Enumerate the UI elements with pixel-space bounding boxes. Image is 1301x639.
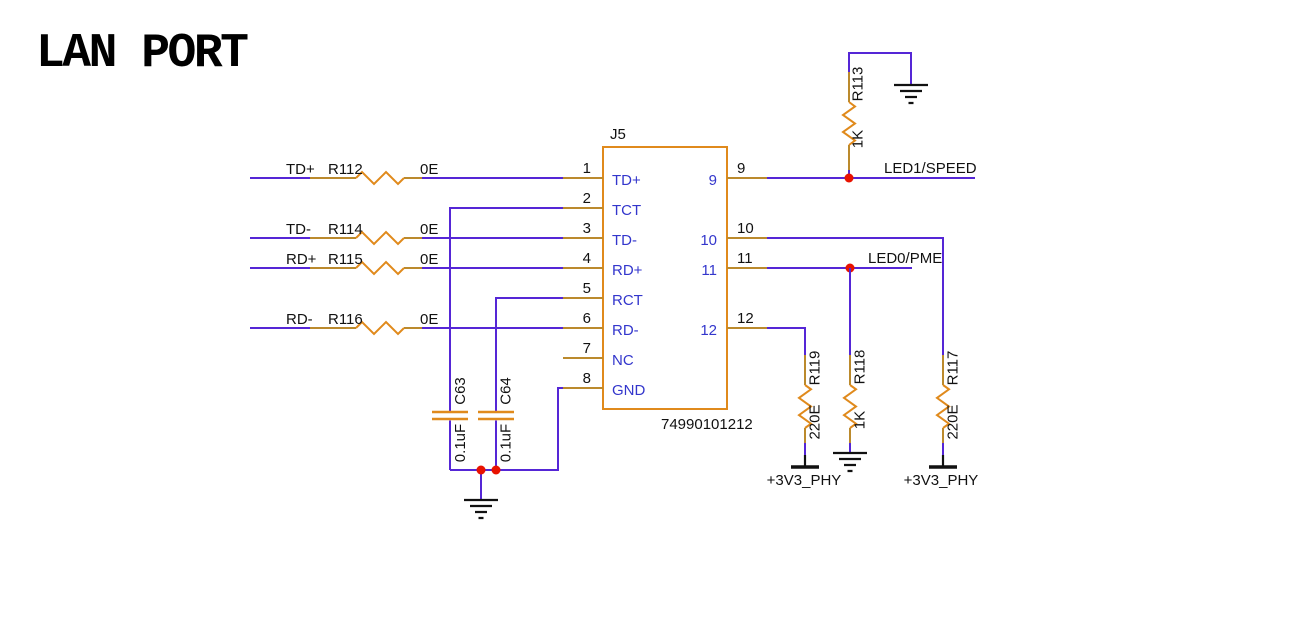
- resistor-value-r113: 1K: [849, 130, 866, 148]
- resistor-ref-r115: R115: [328, 251, 363, 268]
- resistor-ref-r113: R113: [849, 67, 866, 102]
- pin-name-rd-plus: RD+: [612, 262, 643, 279]
- pin-name-nc: NC: [612, 352, 634, 369]
- capacitor-value-c63: 0.1uF: [452, 424, 469, 462]
- resistor-zigzag: [797, 384, 813, 429]
- net-label-led1-speed: LED1/SPEED: [884, 160, 977, 177]
- resistor-zigzag: [355, 320, 405, 336]
- pin-name-tct: TCT: [612, 202, 641, 219]
- wire-r113-top: [848, 52, 912, 85]
- resistor-zigzag: [355, 170, 405, 186]
- resistor-value-r114: 0E: [420, 221, 438, 238]
- ground-symbol: [894, 83, 928, 105]
- net-label-td-minus: TD-: [286, 221, 311, 238]
- pin-number-5: 5: [583, 280, 591, 297]
- pin-name-gnd: GND: [612, 382, 646, 399]
- resistor-value-r119: 220E: [806, 404, 823, 439]
- resistor-ref-r112: R112: [328, 161, 363, 178]
- resistor-value-r118: 1K: [851, 411, 868, 429]
- resistor-ref-r114: R114: [328, 221, 363, 238]
- resistor-value-r117: 220E: [944, 404, 961, 439]
- pin-number-10: 10: [737, 220, 754, 237]
- pin-number-2: 2: [583, 190, 591, 207]
- series-resistor-r115: RD+ R115 0E: [250, 251, 563, 276]
- resistor-r117: +3V3_PHY R117 220E: [767, 237, 979, 489]
- capacitor-c63: C63 0.1uF: [432, 377, 469, 470]
- junction-dot: [844, 173, 854, 183]
- resistor-value-r115: 0E: [420, 251, 438, 268]
- resistor-zigzag: [841, 101, 857, 146]
- wire-tct: [449, 207, 563, 411]
- junction-dot: [476, 465, 486, 475]
- page-title: LAN PORT: [36, 27, 248, 81]
- ground-symbol: [464, 498, 498, 520]
- wire-pin12: [767, 327, 806, 355]
- pin-name-10: 10: [700, 232, 717, 249]
- wire-ground-bus: [450, 387, 563, 471]
- resistor-ref-r119: R119: [806, 351, 823, 386]
- resistor-ref-r118: R118: [851, 350, 868, 385]
- resistor-zigzag: [842, 384, 858, 429]
- capacitor-plates: [478, 410, 514, 421]
- pin-number-9: 9: [737, 160, 745, 177]
- series-resistor-r112: TD+ R112 0E: [250, 161, 563, 186]
- pin-number-11: 11: [737, 250, 753, 267]
- capacitor-value-c64: 0.1uF: [497, 424, 514, 462]
- capacitor-plates: [432, 410, 468, 421]
- resistor-r118: R118 1K: [833, 268, 868, 473]
- junction-dot: [491, 465, 501, 475]
- capacitor-ref-c64: C64: [497, 377, 514, 405]
- resistor-value-r116: 0E: [420, 311, 438, 328]
- connector-part-number: 74990101212: [661, 416, 753, 433]
- connector-j5: J5 74990101212 1 2 3 4 5 6 7 8 TD+ TCT T…: [563, 126, 767, 433]
- pin-number-12: 12: [737, 310, 754, 327]
- resistor-ref-r117: R117: [944, 351, 961, 386]
- net-label-rd-minus: RD-: [286, 311, 313, 328]
- resistor-ref-r116: R116: [328, 311, 363, 328]
- pin-name-td-plus: TD+: [612, 172, 641, 189]
- connector-ref: J5: [610, 126, 626, 143]
- ground-symbol: [833, 451, 867, 473]
- net-label-rd-plus: RD+: [286, 251, 317, 268]
- net-label-td-plus: TD+: [286, 161, 315, 178]
- power-label-3v3-phy: +3V3_PHY: [904, 472, 979, 489]
- capacitor-c64: C64 0.1uF: [478, 377, 514, 470]
- right-pin-stubs: [727, 177, 767, 329]
- resistor-r113: R113 1K: [841, 52, 928, 178]
- connector-body: [602, 146, 728, 410]
- wire-rct: [495, 297, 563, 411]
- net-label-led0-pme: LED0/PME: [868, 250, 942, 267]
- pin-name-rct: RCT: [612, 292, 643, 309]
- series-resistor-r114: TD- R114 0E: [250, 221, 563, 246]
- pin-name-td-minus: TD-: [612, 232, 637, 249]
- resistor-zigzag: [355, 260, 405, 276]
- pin-name-12: 12: [700, 322, 717, 339]
- pin-number-3: 3: [583, 220, 591, 237]
- resistor-r119: +3V3_PHY R119 220E: [767, 327, 842, 489]
- pin-name-11: 11: [701, 262, 717, 279]
- wire-pin10: [767, 237, 944, 355]
- power-label-3v3-phy: +3V3_PHY: [767, 472, 842, 489]
- series-resistor-r116: RD- R116 0E: [250, 311, 563, 336]
- pin-number-1: 1: [583, 160, 591, 177]
- pin-name-rd-minus: RD-: [612, 322, 639, 339]
- left-pin-stubs: [563, 177, 603, 389]
- resistor-zigzag: [355, 230, 405, 246]
- pin-number-7: 7: [583, 340, 591, 357]
- resistor-zigzag: [935, 384, 951, 429]
- pin-number-4: 4: [583, 250, 591, 267]
- pin-name-9: 9: [709, 172, 717, 189]
- resistor-value-r112: 0E: [420, 161, 438, 178]
- pin-number-8: 8: [583, 370, 591, 387]
- capacitor-ref-c63: C63: [452, 377, 469, 405]
- pin-number-6: 6: [583, 310, 591, 327]
